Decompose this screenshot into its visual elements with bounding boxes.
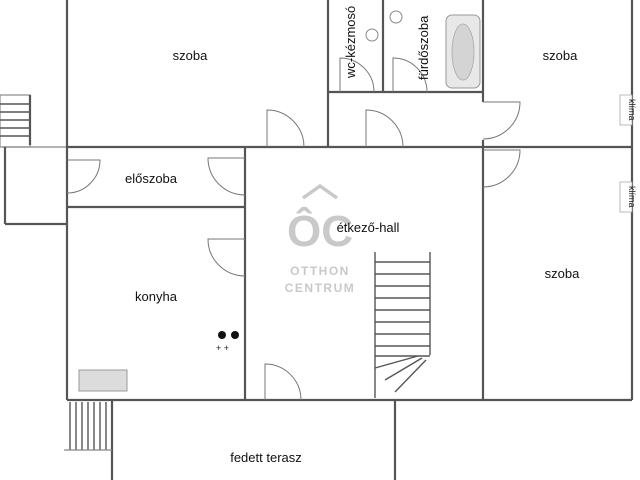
doors bbox=[66, 57, 521, 401]
kitchen-fixtures: + + bbox=[78, 331, 239, 392]
stove-burner-icon-3: + + bbox=[216, 343, 229, 353]
main-walls bbox=[65, 0, 634, 480]
sink-counter-icon bbox=[78, 369, 128, 392]
sink-icon bbox=[365, 28, 379, 42]
room-label-furdoszoba: fürdőszoba bbox=[416, 15, 431, 80]
watermark-line1: OTTHON bbox=[290, 264, 350, 278]
room-label-konyha: konyha bbox=[135, 289, 178, 304]
otthon-centrum-watermark: ÔC OTTHON CENTRUM bbox=[285, 183, 356, 295]
ac-unit-1: klíma bbox=[619, 94, 637, 126]
terrace-stairs bbox=[64, 402, 112, 451]
room-label-eloszoba: előszoba bbox=[125, 171, 178, 186]
watermark-line2: CENTRUM bbox=[285, 281, 356, 295]
klima-label-2: klíma bbox=[627, 186, 637, 208]
klima-label-1: klíma bbox=[627, 99, 637, 121]
watermark-mark: ÔC bbox=[287, 205, 353, 256]
stove-burner-icon-2 bbox=[231, 331, 239, 339]
room-label-fedett-terasz: fedett terasz bbox=[230, 450, 302, 465]
sink-icon-2 bbox=[389, 10, 403, 24]
room-label-wc-kezmoso: wc-kézmosó bbox=[343, 6, 358, 79]
left-exterior-stairs bbox=[0, 94, 67, 226]
bathroom-fixtures bbox=[365, 10, 481, 89]
bathtub-basin-icon bbox=[451, 23, 475, 81]
hall-staircase bbox=[374, 252, 431, 398]
stove-burner-icon bbox=[218, 331, 226, 339]
room-label-szoba-right: szoba bbox=[545, 266, 580, 281]
room-label-szoba-top-left: szoba bbox=[173, 48, 208, 63]
room-label-szoba-top-right: szoba bbox=[543, 48, 578, 63]
room-label-etkezo-hall: étkező-hall bbox=[337, 220, 400, 235]
ac-unit-2: klíma bbox=[619, 181, 637, 213]
